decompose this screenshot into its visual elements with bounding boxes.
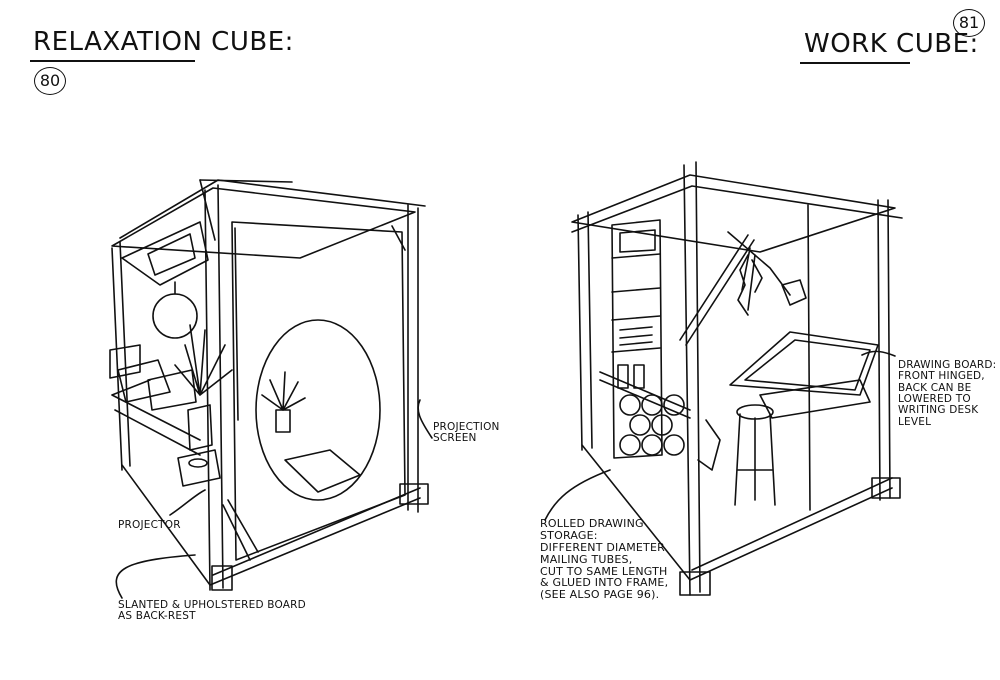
left-page-number: 80 [34, 67, 66, 95]
work-cube-drawing [571, 161, 903, 596]
left-page-title: Relaxation Cube: [33, 27, 294, 57]
projector-leader [169, 489, 206, 516]
drawing-board-label: Drawing board: Front hinged, back can be… [898, 359, 997, 428]
screen-leader [417, 399, 433, 439]
rolled-drawing-storage-label: Rolled drawing storage: Different diamet… [540, 517, 669, 602]
board-leader [115, 554, 196, 599]
left-title-underline [30, 60, 195, 62]
projector-label: Projector [118, 519, 181, 531]
storage-leader [544, 469, 611, 521]
right-page-title: Work Cube: [804, 29, 979, 59]
right-page-number: 81 [953, 9, 985, 37]
drawing-board-leader [861, 350, 896, 357]
projection-screen-label: Projection screen [433, 421, 500, 445]
backrest-board-label: Slanted & upholstered board as back-rest [118, 599, 306, 623]
relaxation-cube-drawing [109, 179, 429, 591]
right-title-underline [800, 62, 910, 64]
